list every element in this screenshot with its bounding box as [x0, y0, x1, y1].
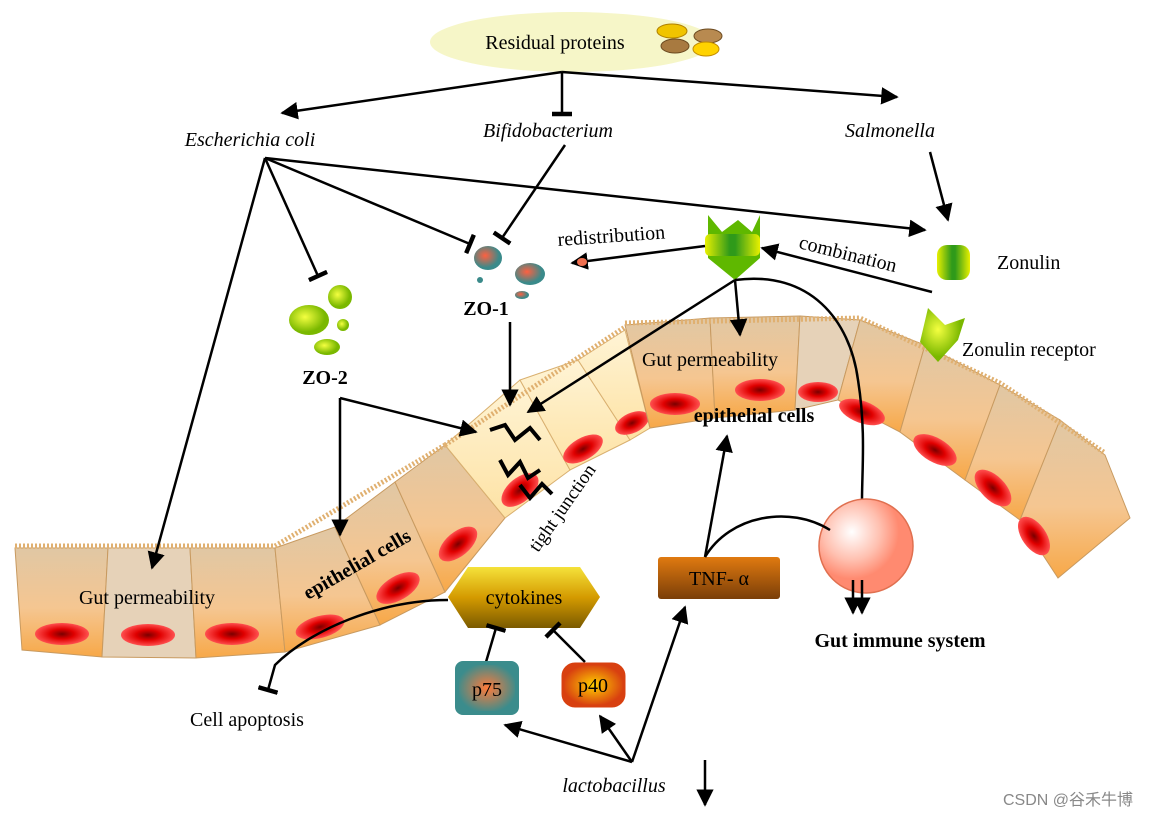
arrow: [492, 144, 567, 246]
p40-box: p40: [561, 662, 626, 708]
zonulin-receptor-icon: [920, 308, 965, 362]
salmonella-label: Salmonella: [845, 120, 935, 142]
zonulin-receptor-bound-icon: [705, 215, 760, 280]
watermark-label: CSDN @谷禾牛博: [1003, 791, 1133, 809]
p75-box: p75: [455, 661, 519, 715]
redistribution-label: redistribution: [557, 222, 666, 251]
epithelial-cell: [1018, 419, 1131, 579]
protein-beans-icon: [656, 23, 723, 57]
epithelial-cell-pale: [577, 329, 651, 441]
arrow: [484, 621, 586, 663]
epithelial-cell: [274, 526, 381, 653]
arrow: [570, 244, 706, 270]
zo2-label: ZO-2: [302, 367, 348, 389]
lactobacillus-label: lactobacillus: [562, 775, 666, 797]
arrow: [147, 156, 927, 570]
zonulin-icon: [937, 245, 970, 280]
gut-permeability-right-label: Gut permeability: [642, 349, 778, 371]
arrow: [844, 580, 871, 615]
arrow: [280, 70, 899, 120]
cytokines-label: cytokines: [486, 587, 563, 609]
bifidobacterium-label: Bifidobacterium: [483, 120, 613, 142]
residual-proteins-node: Residual proteins: [430, 12, 723, 72]
arrow: [703, 434, 831, 558]
epithelial-cells-right-label: epithelial cells: [694, 405, 815, 427]
tight-junction-icon: [489, 422, 554, 502]
arrow: [331, 396, 478, 537]
zo1-label: ZO-1: [463, 298, 509, 320]
zo2-protein-icon: [289, 285, 352, 355]
zonulin-label: Zonulin: [997, 252, 1060, 274]
epithelial-cell: [14, 547, 109, 658]
arrow: [257, 598, 449, 695]
p40-label: p40: [578, 675, 608, 697]
tnf-alpha-box: TNF- α: [658, 557, 780, 599]
escherichia-coli-label: Escherichia coli: [184, 129, 316, 151]
epithelial-cell: [794, 315, 861, 411]
arrow: [928, 151, 953, 222]
zo1-protein-icon: [474, 246, 545, 299]
arrow: [760, 243, 933, 294]
tnf-alpha-label: TNF- α: [689, 568, 749, 590]
p75-label: p75: [472, 679, 502, 701]
epithelial-cell: [709, 315, 801, 419]
residual-proteins-label: Residual proteins: [485, 32, 625, 54]
arrow: [526, 277, 865, 501]
arrow: [503, 605, 714, 807]
zonulin-receptor-label: Zonulin receptor: [962, 339, 1096, 361]
gut-immune-system-label: Gut immune system: [814, 630, 985, 652]
cell-apoptosis-label: Cell apoptosis: [190, 709, 304, 731]
epithelial-band: [14, 315, 1131, 659]
gut-permeability-left-label: Gut permeability: [79, 587, 215, 609]
cytokines-box: cytokines: [448, 567, 600, 628]
immune-cell-icon: [818, 498, 914, 594]
